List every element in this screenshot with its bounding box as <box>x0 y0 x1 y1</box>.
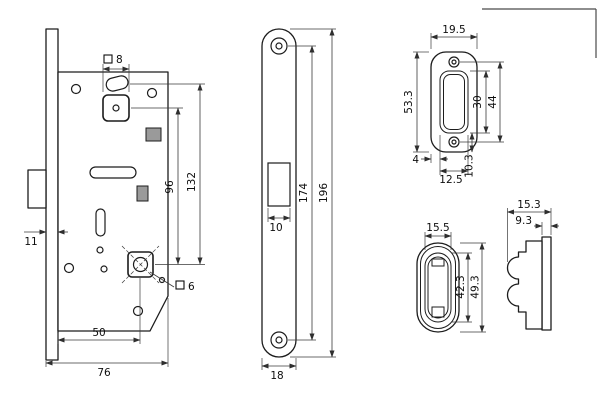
dim-label: 19.5 <box>442 24 465 36</box>
follower-hub <box>121 245 160 284</box>
dim-label: 9.3 <box>515 215 532 227</box>
dim-76: 76 <box>45 298 169 379</box>
dim-label: 174 <box>298 183 310 203</box>
cup-outer <box>416 242 460 333</box>
dim-label: 76 <box>97 367 111 379</box>
dim-label: 8 <box>116 54 123 66</box>
dim-label: 12.5 <box>439 174 462 186</box>
dim-label: 44 <box>487 95 499 109</box>
screw-hole-center <box>275 42 283 50</box>
dim-132: 132 <box>130 83 205 265</box>
screw-hole-center <box>451 139 457 145</box>
strike-plate-view: 19.5 53.3 30 44 4 <box>403 24 504 186</box>
dim-label: 4 <box>412 154 419 166</box>
dim-label: 10.3 <box>464 154 476 177</box>
lever-spring <box>89 166 137 179</box>
stop-button <box>145 127 162 142</box>
screw-hole <box>70 83 82 95</box>
profile-body <box>506 240 543 330</box>
dim-9-3: 9.3 <box>515 215 559 235</box>
dim-label: 50 <box>92 327 105 339</box>
dim-label: 53.3 <box>403 90 415 113</box>
square-section-symbol <box>103 54 113 64</box>
dim-10: 10 <box>267 208 291 234</box>
dim-4: 4 <box>412 154 448 166</box>
dim-19-5: 19.5 <box>430 24 478 49</box>
latch-opening <box>267 162 291 207</box>
screw-hole-center <box>451 59 457 65</box>
screw-hole <box>132 305 144 317</box>
dim-label: 96 <box>164 180 176 194</box>
dim-label: 10 <box>269 222 282 234</box>
dim-53-3: 53.3 <box>403 51 429 153</box>
dim-label: 15.5 <box>426 222 449 234</box>
magnet-bottom <box>431 306 445 318</box>
pin-hole <box>96 246 104 254</box>
magnet-top <box>431 258 445 267</box>
dim-42-3: 42.3 <box>452 252 472 323</box>
magnetic-cup-view: 15.5 42.3 49.3 <box>416 222 486 333</box>
side-profile-view: 15.3 9.3 <box>506 199 559 331</box>
dim-label: 49.3 <box>470 275 482 298</box>
dim-label: 11 <box>24 236 37 248</box>
dim-15-3: 15.3 <box>507 199 552 262</box>
cam <box>105 75 129 92</box>
dim-49-3: 49.3 <box>460 242 486 333</box>
dim-15-5: 15.5 <box>424 222 452 250</box>
dim-label: 42.3 <box>455 275 467 298</box>
cup-inner <box>424 252 452 323</box>
pin-hole <box>100 265 108 273</box>
cup-cavity <box>427 256 449 319</box>
profile-plate <box>541 236 552 331</box>
strike-plate-body <box>430 51 478 153</box>
dim-label: 15.3 <box>517 199 540 211</box>
faceplate-view: 10 174 196 18 <box>261 28 336 382</box>
screw-hole <box>63 262 75 274</box>
dim-label: 132 <box>186 172 198 192</box>
leader-line <box>149 271 175 288</box>
latch-bolt <box>27 169 47 209</box>
slider-block <box>136 185 149 202</box>
spindle-center-hole <box>112 104 120 112</box>
dim-label: 196 <box>318 183 330 203</box>
dim-96: 96 <box>131 107 183 265</box>
dim-spindle-8: 8 <box>102 54 130 92</box>
dim-12-5: 12.5 <box>439 135 469 186</box>
screw-hole-center <box>275 336 283 344</box>
screw-hole <box>146 87 158 99</box>
dim-label: 6 <box>188 281 195 293</box>
strike-slot-outer <box>439 70 469 134</box>
dim-18: 18 <box>261 358 297 382</box>
dim-44: 44 <box>460 61 504 143</box>
cup-rim <box>420 246 456 329</box>
faceplate-edge <box>45 28 59 361</box>
lock-body-view: 8 96 132 11 50 <box>24 28 205 379</box>
square-section-symbol <box>175 280 185 290</box>
dim-196: 196 <box>290 28 336 358</box>
dim-174: 174 <box>288 45 316 341</box>
dim-label: 18 <box>270 370 283 382</box>
spring-slot <box>95 208 106 237</box>
dim-10-3: 10.3 <box>464 132 476 178</box>
dim-label: 30 <box>472 95 484 108</box>
strike-slot-inner <box>443 74 465 130</box>
dim-50: 50 <box>57 278 141 344</box>
dim-11: 11 <box>24 229 68 248</box>
dim-follower-6: 6 <box>149 271 195 293</box>
center-line <box>121 245 160 284</box>
sheet-frame <box>482 8 597 58</box>
